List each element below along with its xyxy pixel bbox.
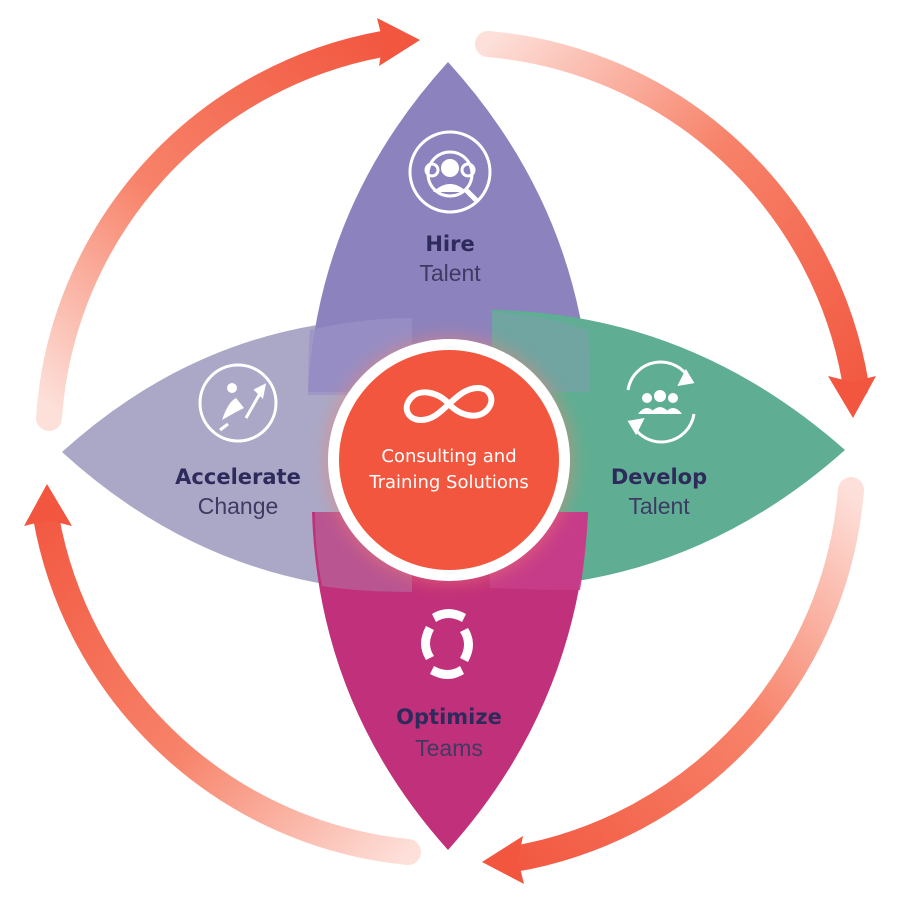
petal-optimize-subtitle: Teams <box>415 735 483 761</box>
runner-growth-icon <box>198 363 278 443</box>
petal-optimize <box>312 512 588 850</box>
petal-optimize-title: Optimize <box>396 705 502 729</box>
center-label-line2: Training Solutions <box>368 472 528 493</box>
petal-hire-title: Hire <box>425 232 474 256</box>
infinity-icon <box>403 385 495 423</box>
cycle-arrow-top-right <box>475 31 876 418</box>
arrowhead-bottom <box>482 836 524 884</box>
people-search-icon <box>408 130 492 214</box>
petal-hire <box>308 62 590 392</box>
arrowhead-left <box>24 484 72 526</box>
arrowhead-top <box>377 18 420 66</box>
center-hub <box>339 350 559 570</box>
cycle-arrow-bottom-left <box>24 484 421 865</box>
center-label-line1: Consulting and <box>381 446 516 467</box>
arrowhead-right <box>828 376 876 418</box>
petal-develop-subtitle: Talent <box>628 493 690 519</box>
petal-accelerate-title: Accelerate <box>175 465 301 489</box>
petal-develop-title: Develop <box>611 465 707 489</box>
petal-accelerate-subtitle: Change <box>198 493 279 519</box>
petal-hire-subtitle: Talent <box>419 260 481 286</box>
team-cycle-icon <box>626 360 696 444</box>
arrows-circle-icon <box>421 609 473 679</box>
cycle-arrow-bottom-right <box>482 477 864 884</box>
cycle-arrow-top-left <box>36 18 420 431</box>
